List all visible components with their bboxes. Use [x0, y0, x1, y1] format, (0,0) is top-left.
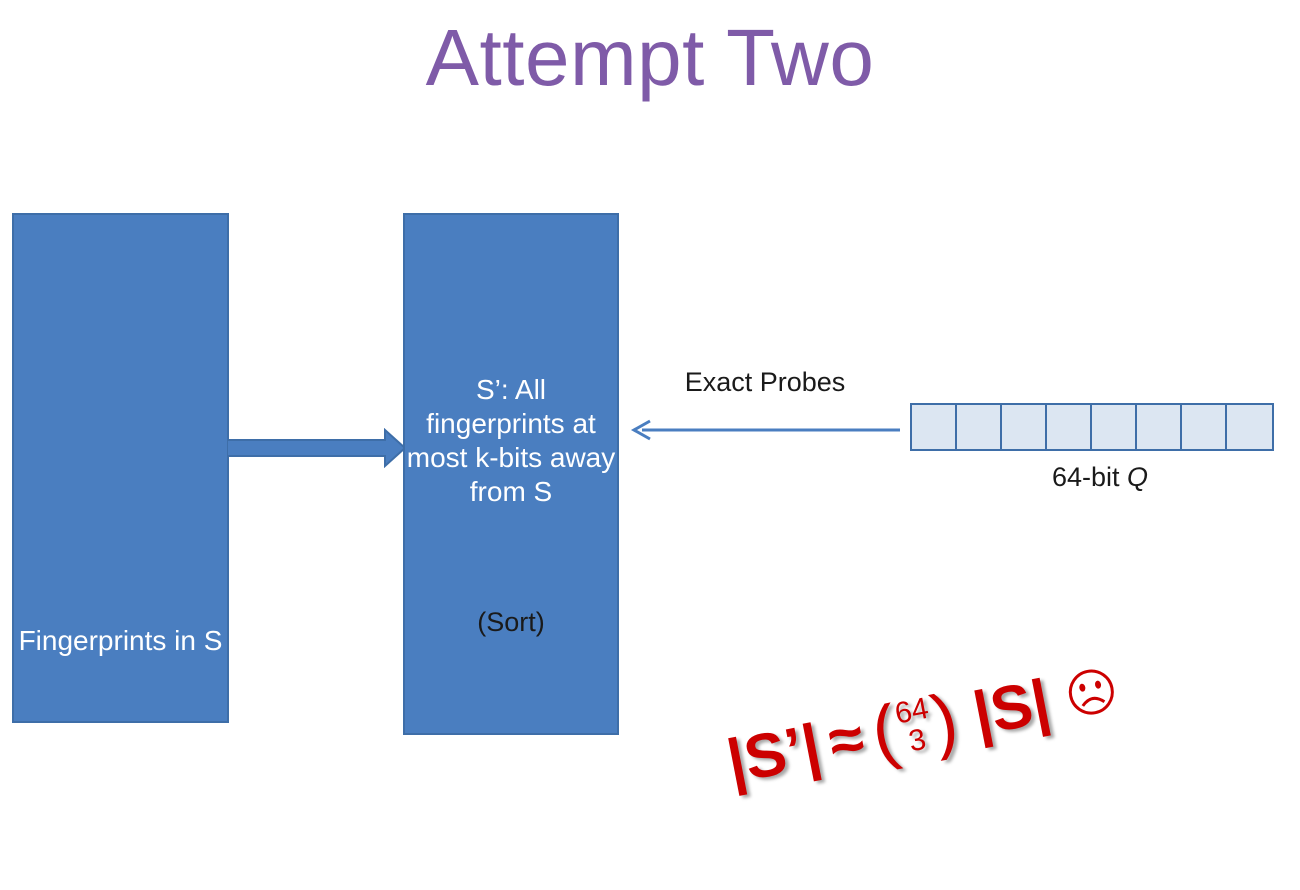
bit-cell: [1002, 405, 1047, 449]
bit-cell: [1227, 405, 1272, 449]
formula-approx: ≈: [822, 702, 870, 777]
formula-lhs: |S’|: [721, 710, 827, 797]
bit-cell: [1092, 405, 1137, 449]
formula-rhs: |S|: [967, 666, 1056, 749]
fingerprints-label: Fingerprints in S: [18, 625, 223, 656]
binomial-bottom: 3: [906, 722, 929, 759]
sort-label: (Sort): [477, 607, 545, 637]
query-label-var: Q: [1127, 462, 1149, 492]
slide-title: Attempt Two: [425, 13, 875, 102]
frown-face-icon: [1068, 669, 1114, 715]
block-arrow: [227, 428, 407, 468]
block-arrow-shape: [227, 428, 407, 468]
probe-arrow: [630, 419, 900, 441]
s-prime-label: S’: All fingerprints at most k-bits away…: [406, 374, 616, 507]
fingerprints-box: Fingerprints in S: [12, 213, 229, 723]
exact-probes-label: Exact Probes: [684, 367, 846, 397]
bit-cell: [912, 405, 957, 449]
query-label: 64-bit Q: [910, 462, 1290, 493]
query-bit-row: [910, 403, 1274, 451]
bit-cell: [1137, 405, 1182, 449]
bit-cell: [957, 405, 1002, 449]
bit-cell: [1182, 405, 1227, 449]
s-prime-box: S’: All fingerprints at most k-bits away…: [403, 213, 619, 735]
size-formula: |S’| ≈ ( 64 3 ) |S|: [721, 652, 1122, 798]
query-label-prefix: 64-bit: [1051, 462, 1128, 492]
probe-arrow-head: [630, 419, 651, 441]
bit-cell: [1047, 405, 1092, 449]
